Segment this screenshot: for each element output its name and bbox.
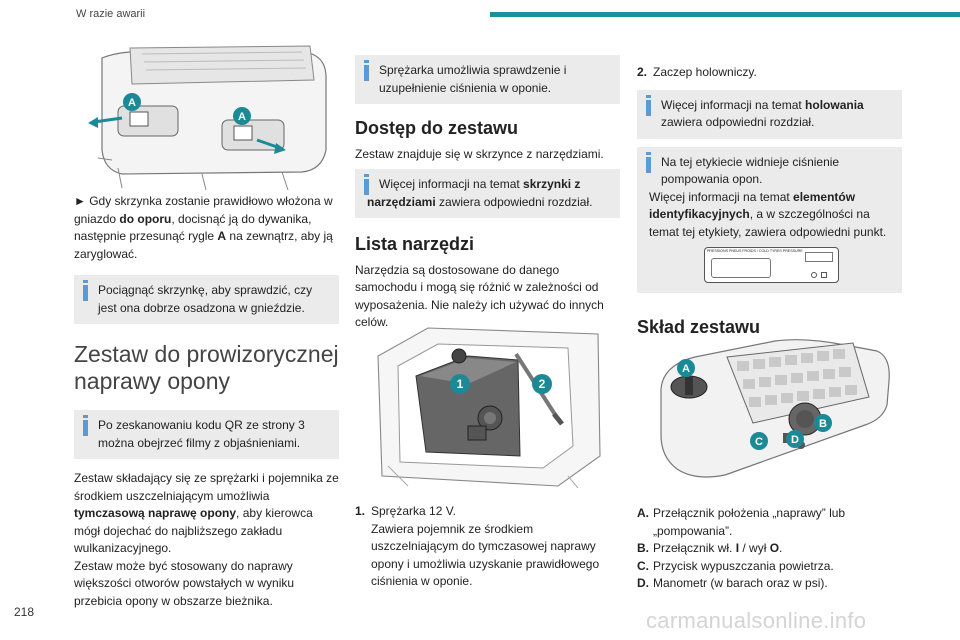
note-box-qr-code: Po zeskanowaniu kodu QR ze strony 3 możn… <box>74 410 339 459</box>
list-item-d: D.Manometr (w barach oraz w psi). <box>637 576 828 590</box>
callout-2: 2 <box>539 377 546 391</box>
list-item-tow-hook: 2. Zaczep holowniczy. <box>637 65 757 79</box>
callout-b: B <box>819 418 827 430</box>
note-box-toolbox: Więcej informacji na temat skrzynki z na… <box>355 169 620 218</box>
note-box-pressure-label: Na tej etykiecie widnieje ciśnienie pomp… <box>637 146 902 293</box>
info-icon <box>83 415 88 436</box>
note-box-check-seat: Pociągnąć skrzynkę, aby sprawdzić, czy j… <box>74 275 339 324</box>
list-item-b: B.Przełącznik wł. I / wył O. <box>637 541 783 555</box>
list-item-a: A.Przełącznik położenia „naprawy” lub „p… <box>637 506 846 538</box>
list-item-compressor: 1. Sprężarka 12 V. Zawiera pojemnik ze ś… <box>355 504 600 588</box>
kit-description: Zestaw składający się ze sprężarki i poj… <box>74 471 339 555</box>
kit-usage: Zestaw może być stosowany do naprawy wię… <box>74 558 295 608</box>
section-title: W razie awarii <box>76 8 146 20</box>
callout-a-right: A <box>238 111 246 123</box>
section-heading-repair-kit: Zestaw do prowizorycznej naprawy opony <box>74 341 339 394</box>
info-icon <box>646 151 651 173</box>
toolbox-contents-illustration: 1 2 <box>368 326 608 491</box>
tool-list-description: Narzędzia są dostosowane do danego samoc… <box>355 262 604 330</box>
info-icon <box>646 94 651 116</box>
note-box-towing: Więcej informacji na temat holowania zaw… <box>637 89 902 139</box>
watermark: carmanualsonline.info <box>646 608 867 633</box>
callout-d: D <box>791 434 799 446</box>
list-item-c: C.Przycisk wypuszczania powietrza. <box>637 558 834 573</box>
info-icon <box>364 60 369 81</box>
info-icon <box>83 280 88 301</box>
callout-c: C <box>755 436 763 448</box>
callout-1: 1 <box>457 377 464 391</box>
info-icon <box>364 174 369 195</box>
heading-kit-composition: Skład zestawu <box>637 317 761 337</box>
page-number: 218 <box>14 605 35 619</box>
tyre-pressure-label-image: PRESSIONS PNEUS FROIDS / COLD TYRES PRES… <box>704 247 839 283</box>
kit-location: Zestaw znajduje się w skrzynce z narzędz… <box>355 146 604 161</box>
tool-box-latch-illustration: A A <box>82 40 332 191</box>
header-accent-bar <box>490 12 960 17</box>
note-box-compressor: Sprężarka umożliwia sprawdzenie i uzupeł… <box>355 55 620 104</box>
compressor-illustration: A B C D <box>655 335 895 485</box>
step-instruction: ► Gdy skrzynka zostanie prawidłowo włożo… <box>74 194 333 261</box>
heading-tool-list: Lista narzędzi <box>355 234 475 254</box>
heading-kit-access: Dostęp do zestawu <box>355 118 519 138</box>
callout-a: A <box>682 363 690 375</box>
callout-a-left: A <box>128 97 136 109</box>
